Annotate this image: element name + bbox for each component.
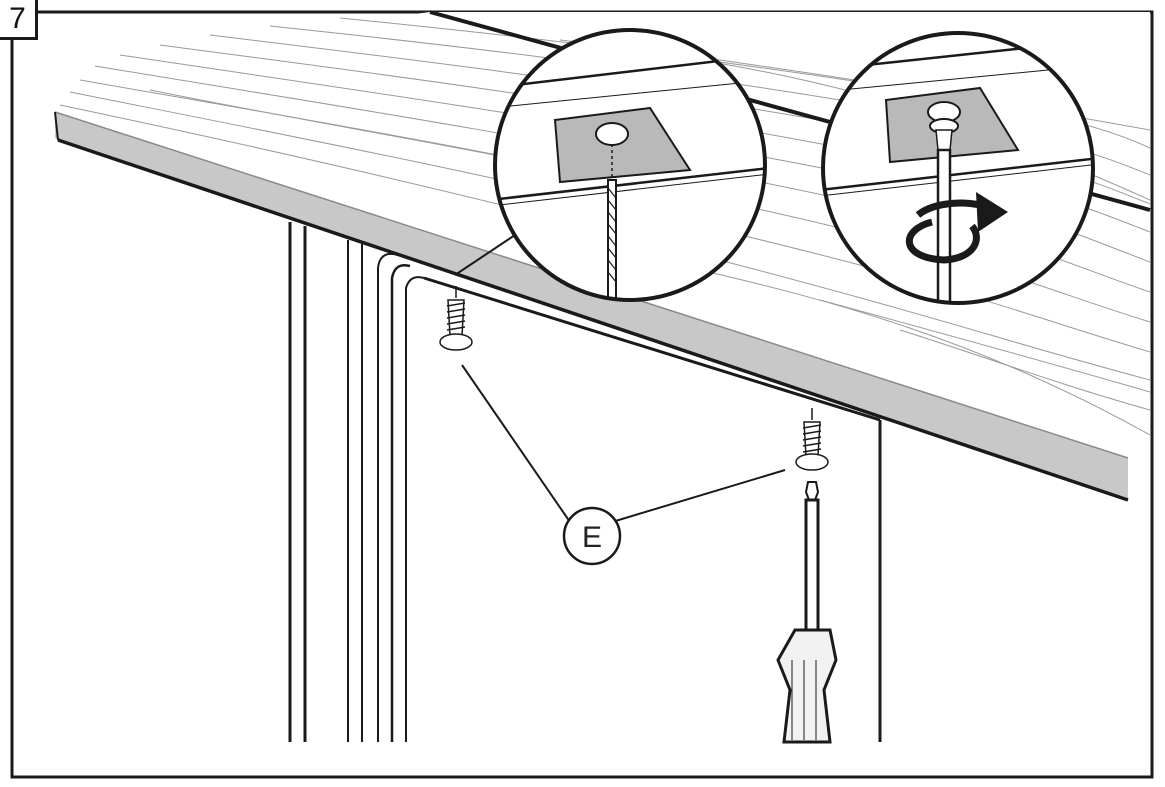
screw-left-icon	[439, 286, 473, 351]
callout-e-circle	[562, 506, 622, 566]
zoom-leader	[454, 234, 516, 276]
drill-bit-icon	[607, 179, 617, 300]
callout-leaders	[461, 364, 786, 523]
step-number-badge: 7	[0, 0, 38, 40]
countertop-front-edge	[55, 112, 1128, 500]
appliance-body	[288, 222, 882, 742]
screwdriver-icon	[776, 481, 838, 744]
clockwise-rotation-arrow-icon	[905, 192, 1008, 264]
bracket-left	[553, 106, 692, 184]
callout-e-label: E	[582, 521, 602, 554]
zoom-detail-drilling	[493, 28, 767, 302]
screw-right-icon	[795, 408, 829, 471]
zoom-detail-screwing	[821, 31, 1095, 305]
